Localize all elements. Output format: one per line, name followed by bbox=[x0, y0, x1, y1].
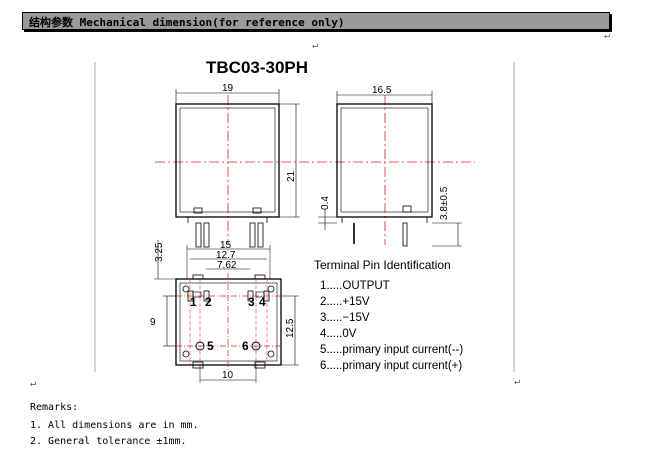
model-title: TBC03-30PH bbox=[206, 58, 309, 77]
remarks-heading: Remarks: bbox=[30, 402, 79, 413]
bottom-dim-12-5: 12.5 bbox=[285, 318, 296, 338]
pin-number-5: 5 bbox=[207, 339, 214, 353]
bottom-view: 15 12.7 7.62 3.25 9 bbox=[150, 240, 299, 383]
pin-item-6: 6.....primary input current(+) bbox=[320, 360, 463, 372]
paragraph-mark: ↵ bbox=[30, 378, 37, 389]
header-bar: 结构参数 Mechanical dimension(for reference … bbox=[22, 12, 610, 30]
side-view: 16.5 0.4 3.8±0.5 bbox=[318, 85, 462, 247]
side-width-label: 16.5 bbox=[372, 85, 392, 96]
pin-number-6: 6 bbox=[242, 339, 249, 353]
pin-number-3: 3 bbox=[248, 295, 255, 309]
remark-line-2: 2. General tolerance ±1mm. bbox=[30, 436, 187, 447]
remark-line-1: 1. All dimensions are in mm. bbox=[30, 420, 199, 431]
front-height-label: 21 bbox=[286, 170, 297, 182]
pin-item-5: 5.....primary input current(--) bbox=[320, 344, 464, 356]
bottom-dim-12-7: 12.7 bbox=[216, 250, 236, 261]
bottom-dim-3-25: 3.25 bbox=[154, 242, 165, 262]
bottom-dim-15: 15 bbox=[220, 240, 232, 251]
pin-number-2: 2 bbox=[205, 295, 212, 309]
side-pin-length-label: 3.8±0.5 bbox=[439, 186, 450, 220]
paragraph-mark: ↵ bbox=[604, 30, 611, 41]
front-width-label: 19 bbox=[222, 83, 234, 94]
side-pin-label: 0.4 bbox=[320, 196, 331, 210]
header-text: 结构参数 Mechanical dimension(for reference … bbox=[29, 16, 345, 29]
pin-number-4: 4 bbox=[259, 295, 266, 309]
paragraph-mark: ↵ bbox=[312, 40, 319, 51]
pin-table-title: Terminal Pin Identification bbox=[314, 258, 451, 272]
bottom-dim-10: 10 bbox=[222, 370, 234, 381]
pin-item-1: 1.....OUTPUT bbox=[320, 280, 390, 292]
pin-item-4: 4.....0V bbox=[320, 328, 357, 340]
front-view: 19 21 bbox=[175, 83, 300, 248]
bottom-dim-9: 9 bbox=[150, 317, 156, 328]
pin-number-1: 1 bbox=[190, 295, 197, 309]
bottom-dim-7-62: 7.62 bbox=[217, 260, 237, 271]
paragraph-mark: ↵ bbox=[514, 376, 521, 387]
pin-item-2: 2.....+15V bbox=[320, 296, 370, 308]
pin-item-3: 3.....−15V bbox=[320, 312, 370, 324]
